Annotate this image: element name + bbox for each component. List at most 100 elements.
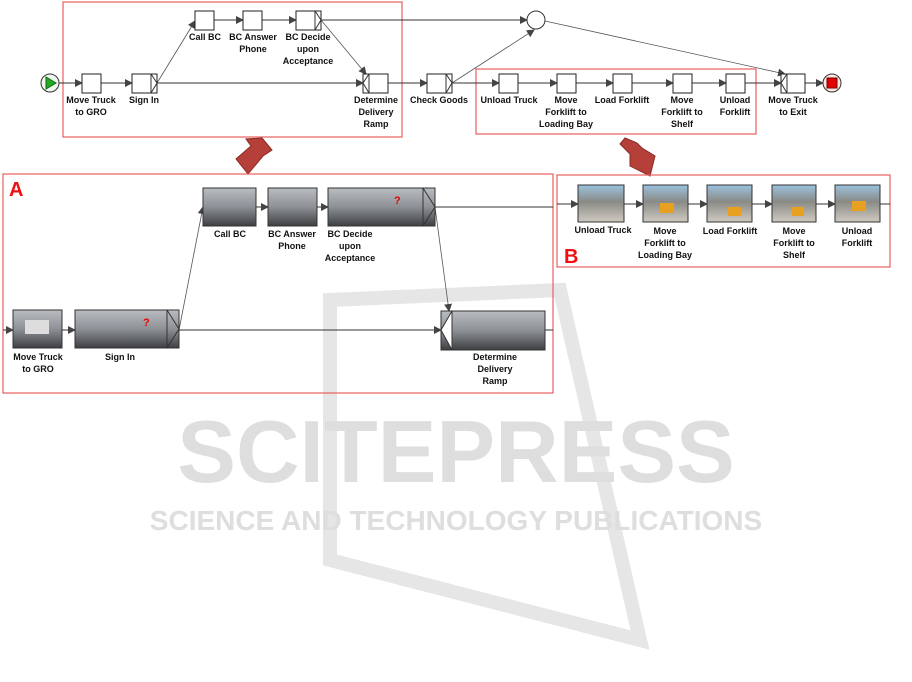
split-marker [150,73,158,94]
play-icon [45,76,57,90]
task-label: Unload [720,95,751,105]
task-label: Move [653,226,676,236]
task-label: Determine [354,95,398,105]
watermark-title: SCITEPRESS [177,402,734,501]
task-label: Move [554,95,577,105]
panel-b: B Unload Truck Move Forklift to Loading … [556,174,891,268]
task-label: Shelf [671,119,694,129]
forklift-image [660,203,674,213]
task-label: Load Forklift [595,95,650,105]
screenshot-task-bc-answer-phone[interactable]: BC Answer Phone [267,187,318,251]
callout-arrow-a [235,137,273,175]
stop-icon [826,77,838,89]
task-label: Determine [473,352,517,362]
screenshot-task-load-forklift[interactable]: Load Forklift [703,184,758,236]
highlight-box-a-source [62,1,403,138]
split-marker [166,309,180,349]
forklift-image [728,207,741,216]
task-move-truck-gro[interactable]: Move Truck to GRO [66,73,117,117]
split-marker [422,187,436,227]
task-call-bc[interactable]: Call BC [189,10,222,42]
screenshot-task-sign-in[interactable]: ? Sign In [74,309,180,362]
task-label: upon [339,241,361,251]
task-move-truck-exit[interactable]: Move Truck to Exit [768,73,819,117]
question-icon: ? [143,317,150,329]
task-check-goods[interactable]: Check Goods [410,73,468,105]
task-label: Call BC [189,32,222,42]
task-move-forklift-shelf[interactable]: Move Forklift to Shelf [661,73,703,129]
screenshot-task-call-bc[interactable]: Call BC [202,187,257,239]
task-label: Load Forklift [703,226,758,236]
highlight-box-b-source [475,68,757,135]
task-bc-answer-phone[interactable]: BC Answer Phone [229,10,277,54]
split-marker [314,10,322,31]
start-event [40,73,60,93]
task-bc-decide[interactable]: BC Decide upon Acceptance [283,10,334,66]
end-event [822,73,842,93]
task-label: Loading Bay [638,250,692,260]
screenshot-task-unload-forklift[interactable]: Unload Forklift [834,184,881,248]
task-label: Call BC [214,229,247,239]
forklift-image [792,207,804,216]
join-marker [440,310,453,351]
panel-a: A Move Truck to GRO ? Sign In Call BC BC [2,173,554,394]
task-label: Forklift to [545,107,587,117]
task-determine-delivery-ramp[interactable]: Determine Delivery Ramp [354,73,398,129]
task-label: Move [670,95,693,105]
task-label: upon [297,44,319,54]
forklift-image [852,201,866,211]
watermark-subtitle: SCIENCE AND TECHNOLOGY PUBLICATIONS [150,505,762,536]
task-label: Move [782,226,805,236]
task-label: Phone [239,44,267,54]
task-label: Acceptance [283,56,334,66]
screenshot-task-determine-delivery-ramp[interactable]: Determine Delivery Ramp [440,310,546,386]
task-label: BC Decide [285,32,330,42]
panel-b-label: B [564,246,578,268]
task-unload-truck[interactable]: Unload Truck [480,73,538,105]
screenshot-task-bc-decide[interactable]: ? BC Decide upon Acceptance [325,187,436,263]
screenshot-task-move-forklift-loading-bay[interactable]: Move Forklift to Loading Bay [638,184,692,260]
task-label: Unload [842,226,873,236]
task-label: Move Truck [66,95,117,105]
task-label: to GRO [22,364,54,374]
edges [59,16,824,87]
task-label: to GRO [75,107,107,117]
screenshot-task-unload-truck[interactable]: Unload Truck [574,184,632,235]
task-label: Sign In [129,95,159,105]
task-sign-in[interactable]: Sign In [129,73,159,105]
task-move-forklift-loading-bay[interactable]: Move Forklift to Loading Bay [539,73,593,129]
task-label: Forklift to [773,238,815,248]
split-marker [445,73,453,94]
merge-gateway [526,10,546,30]
task-label: Forklift to [661,107,703,117]
task-label: Forklift [842,238,873,248]
task-label: Sign In [105,352,135,362]
task-label: Ramp [363,119,389,129]
task-label: to Exit [779,107,807,117]
task-label: Phone [278,241,306,251]
panel-a-label: A [9,179,23,201]
truck-image [25,320,49,334]
join-marker [362,73,370,94]
task-label: Acceptance [325,253,376,263]
task-label: Delivery [477,364,512,374]
task-label: Forklift to [644,238,686,248]
screenshot-task-move-forklift-shelf[interactable]: Move Forklift to Shelf [771,184,817,260]
watermark-shape [323,282,650,650]
task-label: Forklift [720,107,751,117]
task-label: Ramp [482,376,508,386]
task-label: BC Answer [229,32,277,42]
task-label: Move Truck [13,352,64,362]
task-load-forklift[interactable]: Load Forklift [595,73,650,105]
task-label: BC Answer [268,229,316,239]
task-label: Unload Truck [480,95,538,105]
task-label: Check Goods [410,95,468,105]
callout-arrow-b [619,137,656,177]
join-marker [780,73,788,94]
task-label: Unload Truck [574,225,632,235]
task-label: BC Decide [327,229,372,239]
screenshot-task-move-truck-gro[interactable]: Move Truck to GRO [12,309,64,374]
task-unload-forklift[interactable]: Unload Forklift [720,73,751,117]
task-label: Loading Bay [539,119,593,129]
